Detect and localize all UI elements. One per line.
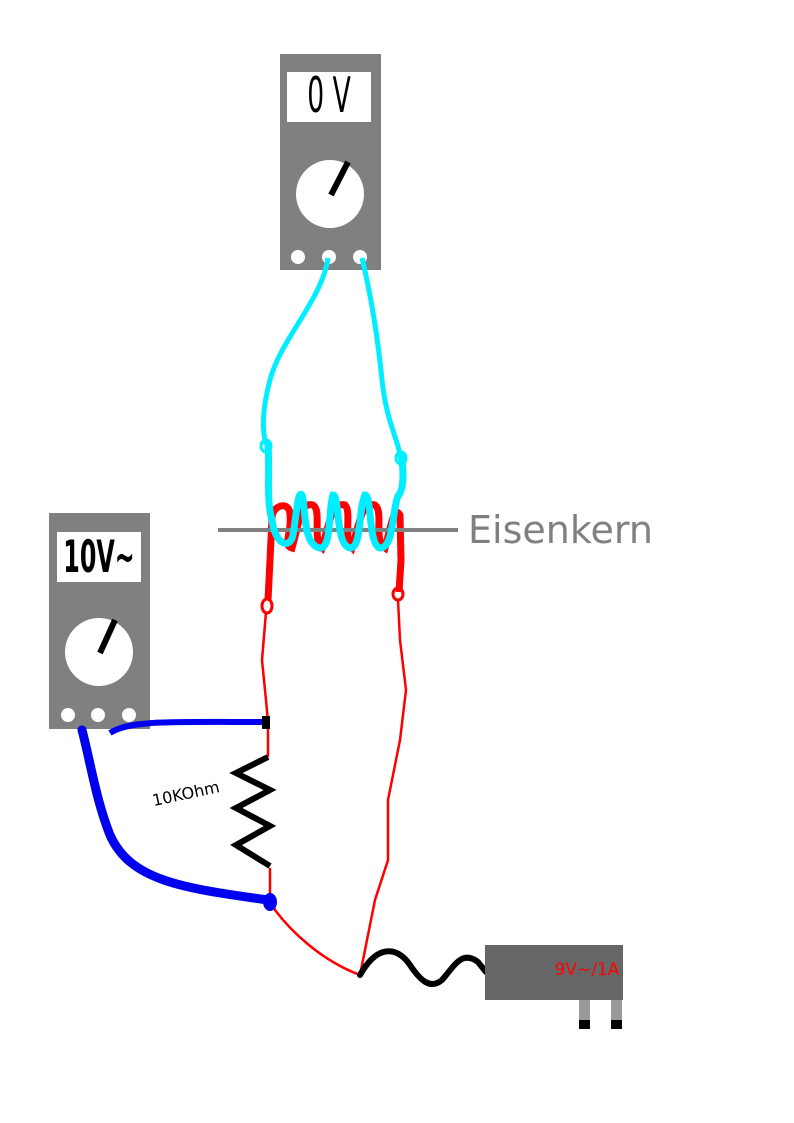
resistor-top-node bbox=[262, 716, 270, 729]
resistor-icon bbox=[229, 754, 277, 869]
power-plug-icon bbox=[579, 1000, 622, 1029]
multimeter-top-display bbox=[287, 72, 371, 122]
multimeter-top-needle bbox=[328, 160, 351, 197]
power-supply: 9V~/1A bbox=[485, 945, 623, 1029]
multimeter-left-jack-1 bbox=[61, 708, 75, 722]
resistor-bottom-node bbox=[263, 893, 277, 911]
multimeter-left-jack-3 bbox=[122, 708, 136, 722]
resistor: 10KOhm bbox=[150, 754, 277, 869]
power-cable bbox=[357, 948, 489, 987]
primary-wire-left-lower bbox=[268, 868, 361, 977]
multimeter-top: 0 V bbox=[280, 54, 381, 270]
primary-coil-right-lead bbox=[395, 514, 405, 593]
primary-wire-right bbox=[358, 599, 408, 976]
multimeter-left-reading: 10V~ bbox=[63, 532, 134, 583]
power-supply-label: 9V~/1A bbox=[555, 960, 620, 980]
meter-wire-bottom bbox=[77, 725, 273, 905]
secondary-wire-right bbox=[359, 257, 403, 456]
power-supply-body bbox=[485, 945, 623, 1000]
multimeter-top-jack-1 bbox=[291, 250, 305, 264]
primary-left-terminal bbox=[260, 597, 274, 615]
multimeter-left-jack-2 bbox=[91, 708, 105, 722]
secondary-wire-left bbox=[260, 257, 331, 445]
iron-core-label: Eisenkern bbox=[468, 508, 653, 552]
secondary-coil-windings bbox=[264, 441, 407, 552]
multimeter-left-display bbox=[57, 532, 141, 582]
multimeter-left: 10V~ bbox=[49, 513, 150, 729]
primary-wire-left bbox=[260, 611, 270, 757]
resistor-label: 10KOhm bbox=[150, 777, 221, 810]
multimeter-top-reading: 0 V bbox=[307, 67, 351, 124]
multimeter-left-needle bbox=[97, 618, 118, 655]
meter-wire-top bbox=[108, 718, 267, 736]
